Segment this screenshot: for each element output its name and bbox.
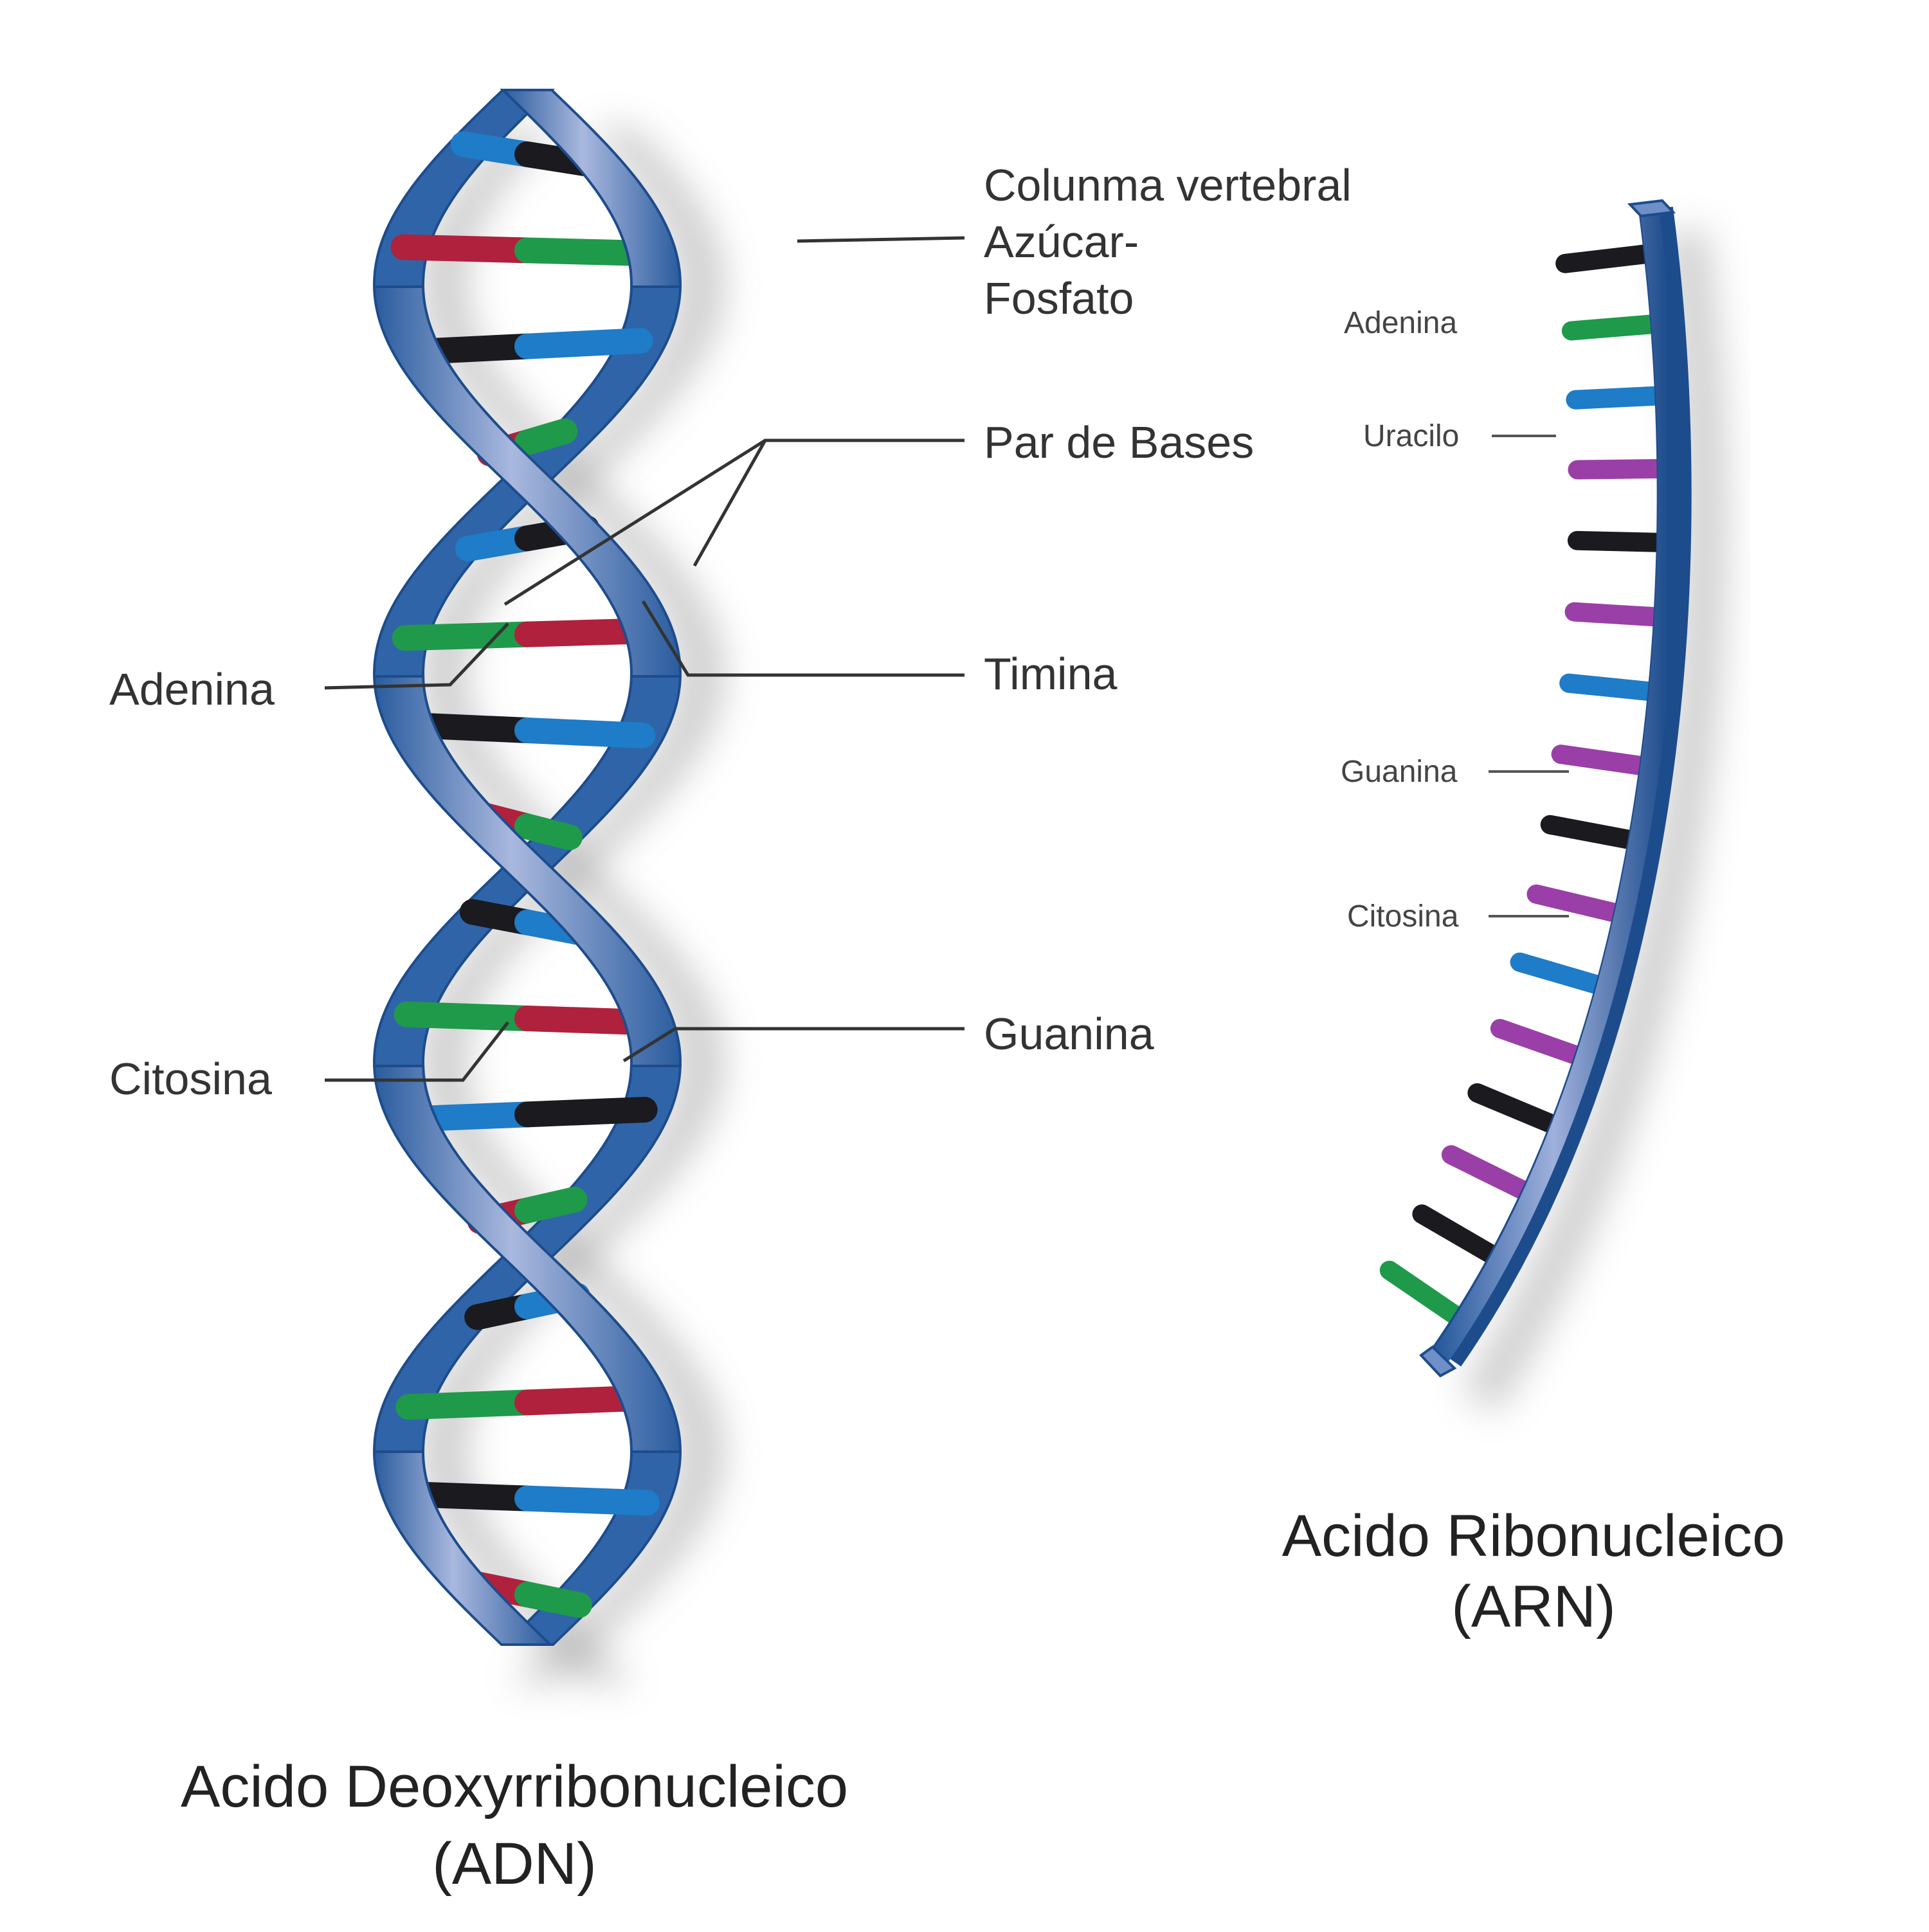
rna-base-uracil: [1564, 602, 1668, 627]
leader-cytosine: [325, 1021, 509, 1082]
leader-backbone: [797, 236, 965, 243]
rna-label-guanine: Guanina: [1341, 755, 1458, 789]
dna-front-segment: [373, 675, 682, 1067]
rna-backbone-top-cap: [1627, 199, 1676, 218]
rna-base-uracil: [1568, 459, 1671, 480]
base-adenine: [392, 621, 540, 651]
base-cytosine: [514, 1485, 660, 1516]
rna-base-guanine: [1412, 1204, 1505, 1267]
base-adenine: [514, 1186, 588, 1223]
leader-guanine: [622, 1027, 964, 1063]
base-adenine: [514, 1582, 592, 1618]
rna-backbone: [1432, 208, 1678, 1362]
label-base-pair: Par de Bases: [984, 417, 1254, 467]
rna-label-adenine: Adenina: [1344, 306, 1457, 340]
dna-front-segment: [372, 1450, 554, 1646]
label-guanine: Guanina: [984, 1009, 1154, 1059]
base-guanine: [514, 1096, 658, 1128]
rna-label-cytosine: Citosina: [1347, 899, 1459, 934]
base-adenine: [395, 1389, 540, 1420]
dna-shadow: [419, 129, 725, 1683]
leader-base-pair-b: [693, 439, 767, 567]
dna-shadow-b: [419, 129, 725, 1683]
label-backbone-line3: Fosfato: [984, 273, 1134, 323]
rna-base-guanine: [1540, 815, 1642, 850]
base-adenine: [394, 1001, 540, 1031]
rna-backbone-bottom-cap: [1418, 1345, 1457, 1378]
leader-adenine: [324, 622, 509, 690]
rna-base-guanine: [1555, 244, 1658, 273]
dna-front-segment: [372, 285, 682, 678]
base-cytosine: [514, 328, 653, 359]
rna-base-adenine: [1561, 314, 1665, 341]
label-cytosine: Citosina: [109, 1054, 272, 1104]
dna-title-line1: Acido Deoxyrribonucleico: [181, 1754, 848, 1819]
rna-base-cytosine: [1510, 952, 1610, 996]
rna-base-adenine: [1379, 1260, 1469, 1328]
leader-thymine: [641, 600, 964, 677]
rna-title-line2: (ARN): [1451, 1574, 1616, 1639]
dna-front-segment: [500, 89, 682, 288]
rna-base-uracil: [1490, 1018, 1589, 1067]
rna-title-line1: Acido Ribonucleico: [1282, 1503, 1785, 1569]
base-adenine: [514, 813, 583, 851]
rna-shadow: [1460, 228, 1728, 1414]
rna-base-uracil: [1526, 884, 1628, 923]
rna-base-uracil: [1551, 745, 1654, 776]
rna-leader-lines: [1489, 435, 1569, 917]
rna-base-guanine: [1467, 1083, 1564, 1135]
base-thymine: [390, 234, 540, 264]
rna-base-guanine: [1567, 530, 1671, 552]
dna-leader-lines: [324, 236, 965, 1082]
base-adenine: [514, 418, 578, 455]
rna-label-uracil: Uracilo: [1363, 419, 1459, 453]
label-backbone-line1: Colunma vertebral: [984, 160, 1352, 210]
label-backbone-line2: Azúcar-: [984, 217, 1139, 267]
rna-base-cytosine: [1566, 386, 1669, 410]
dna-front-strand: [372, 89, 682, 1646]
dna-front-segment: [372, 1065, 682, 1453]
rna-bases: [1379, 244, 1671, 1328]
label-thymine: Timina: [984, 649, 1118, 699]
base-cytosine: [514, 718, 656, 748]
rna-base-uracil: [1441, 1145, 1537, 1202]
dna-title-line2: (ADN): [432, 1831, 597, 1897]
rna-base-cytosine: [1559, 673, 1662, 701]
dna-shadow-a: [419, 129, 725, 1683]
rna-single-strand: [1379, 199, 1728, 1414]
label-adenine: Adenina: [109, 664, 275, 714]
dna-double-helix: [372, 89, 725, 1683]
